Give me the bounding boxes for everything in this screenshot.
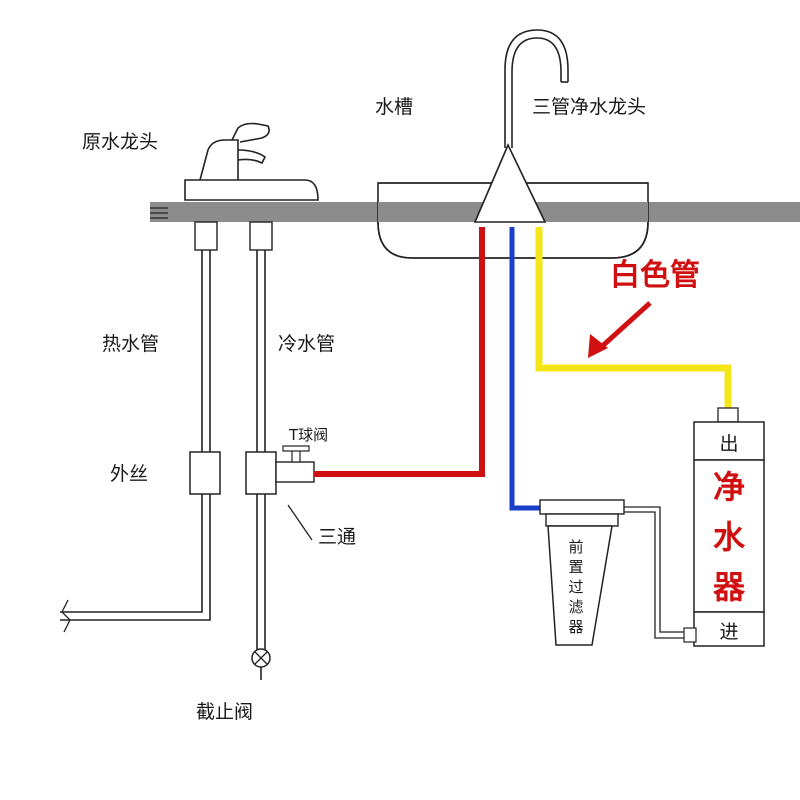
label-outer-thread: 外丝 [110, 463, 148, 485]
hot-water-pipe [60, 250, 221, 633]
blue-pipe [509, 227, 540, 511]
label-t-ball-valve: T球阀 [288, 426, 328, 444]
label-cold-pipe: 冷水管 [278, 333, 335, 355]
red-pipe [314, 227, 485, 477]
label-purifier-out: 出 [719, 433, 738, 455]
label-pre-filter-4: 滤 [568, 598, 583, 616]
tee-fitting [245, 451, 277, 495]
original-faucet [150, 122, 319, 251]
white-pipe-arrow [588, 301, 652, 358]
label-stop-valve: 截止阀 [196, 701, 253, 723]
label-purifier-3: 器 [712, 568, 746, 606]
label-pre-filter-3: 过 [568, 578, 583, 596]
label-pre-filter-2: 置 [568, 558, 583, 576]
label-tee: 三通 [318, 526, 356, 548]
label-hot-pipe: 热水管 [102, 333, 159, 355]
water-purifier [683, 407, 765, 647]
t-ball-valve [275, 461, 315, 483]
pre-filter [539, 499, 684, 646]
label-purifier-2: 水 [713, 518, 746, 556]
label-original-faucet: 原水龙头 [82, 131, 158, 153]
three-pipe-faucet [473, 29, 569, 223]
outer-thread-fitting [189, 451, 221, 495]
label-sink: 水槽 [375, 96, 413, 118]
label-purifier-1: 净 [713, 468, 745, 506]
cold-water-pipe [245, 250, 315, 680]
label-purifier-in: 进 [719, 621, 738, 643]
yellow-pipe [535, 227, 732, 410]
label-three-pipe-faucet: 三管净水龙头 [532, 96, 646, 118]
label-pre-filter-1: 前 [568, 538, 583, 556]
label-white-pipe: 白色管 [610, 258, 700, 293]
label-pre-filter-5: 器 [568, 618, 583, 636]
